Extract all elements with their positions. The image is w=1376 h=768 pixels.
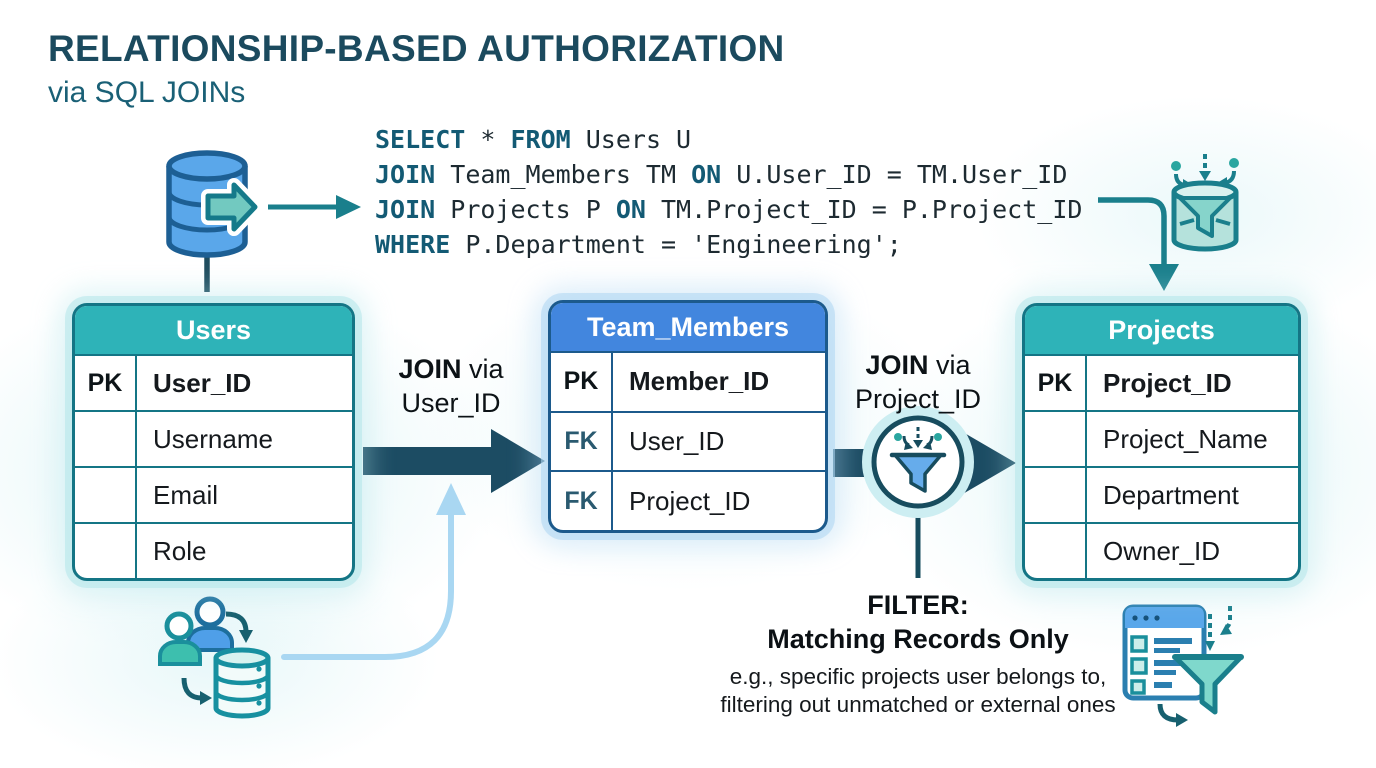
table-header: Projects (1025, 306, 1298, 354)
field-cell: Owner_ID (1103, 535, 1221, 566)
sql-line: SELECT * FROM Users U (375, 125, 692, 154)
arrow-team-members-to-projects (833, 431, 1016, 495)
key-cell (75, 524, 137, 578)
field-cell: User_ID (153, 367, 252, 398)
join-label-line1: JOIN via (398, 354, 504, 384)
key-cell: FK (551, 412, 613, 471)
sql-line: JOIN Projects P ON TM.Project_ID = P.Pro… (375, 195, 1083, 224)
field-cell: Department (1103, 479, 1239, 510)
filter-title: FILTER: (867, 590, 969, 620)
key-cell (1025, 468, 1087, 522)
join-label-line2: Project_ID (854, 384, 982, 414)
key-cell: FK (551, 472, 613, 530)
key-cell: PK (75, 356, 137, 410)
sql-line: WHERE P.Department = 'Engineering'; (375, 230, 902, 259)
table-row: Project_Name (1025, 410, 1298, 466)
field-cell: Email (153, 479, 219, 510)
key-cell: PK (1025, 356, 1087, 410)
join-label-project-id: JOIN via Project_ID (828, 348, 1008, 416)
table-row: Department (1025, 466, 1298, 522)
field-cell: Project_Name (1103, 423, 1268, 454)
field-cell: Username (153, 423, 273, 454)
table-row: FK Project_ID (551, 470, 825, 530)
table-row: Role (75, 522, 352, 578)
table-row: PK Project_ID (1025, 354, 1298, 410)
filter-caption: FILTER: Matching Records Only e.g., spec… (672, 588, 1164, 719)
table-row: Owner_ID (1025, 522, 1298, 578)
table-header: Users (75, 306, 352, 354)
table-header: Team_Members (551, 303, 825, 351)
table-row: PK Member_ID (551, 351, 825, 411)
filter-note-1: e.g., specific projects user belongs to, (729, 664, 1107, 689)
page-title: RELATIONSHIP-BASED AUTHORIZATION (48, 28, 785, 69)
join-label-line2: User_ID (401, 388, 501, 418)
field-cell: User_ID (629, 426, 725, 456)
key-cell (75, 412, 137, 466)
join-label-line1: JOIN via (865, 350, 971, 380)
join-filter-funnel-icon (862, 406, 974, 518)
arrow-db-to-sql (268, 195, 361, 219)
sql-line: JOIN Team_Members TM ON U.User_ID = TM.U… (375, 160, 1068, 189)
field-cell: Project_ID (629, 485, 751, 516)
table-team-members: Team_Members PK Member_ID FK User_ID FK Proje… (548, 300, 828, 533)
sql-code: SELECT * FROM Users U JOIN Team_Members T… (375, 122, 1082, 262)
users-database-icon (158, 596, 271, 719)
join-label-user-id: JOIN via User_ID (356, 352, 546, 420)
key-cell (1025, 412, 1087, 466)
filter-note-2: filtering out unmatched or external ones (720, 692, 1116, 717)
arrow-users-to-team-members (363, 429, 545, 493)
table-row: Username (75, 410, 352, 466)
table-row: Email (75, 466, 352, 522)
key-cell (75, 468, 137, 522)
field-cell: Role (153, 535, 207, 566)
arrow-sql-to-projects (1098, 197, 1179, 291)
filter-subtitle: Matching Records Only (767, 624, 1069, 654)
key-cell (1025, 524, 1087, 578)
key-cell: PK (551, 353, 613, 411)
table-row: FK User_ID (551, 410, 825, 471)
page-subtitle: via SQL JOINs (48, 76, 246, 109)
field-cell: Member_ID (629, 366, 770, 397)
database-cylinder-icon (166, 150, 260, 258)
funnel-intake-icon (1171, 154, 1239, 252)
table-row: PK User_ID (75, 354, 352, 410)
field-cell: Project_ID (1103, 367, 1232, 398)
